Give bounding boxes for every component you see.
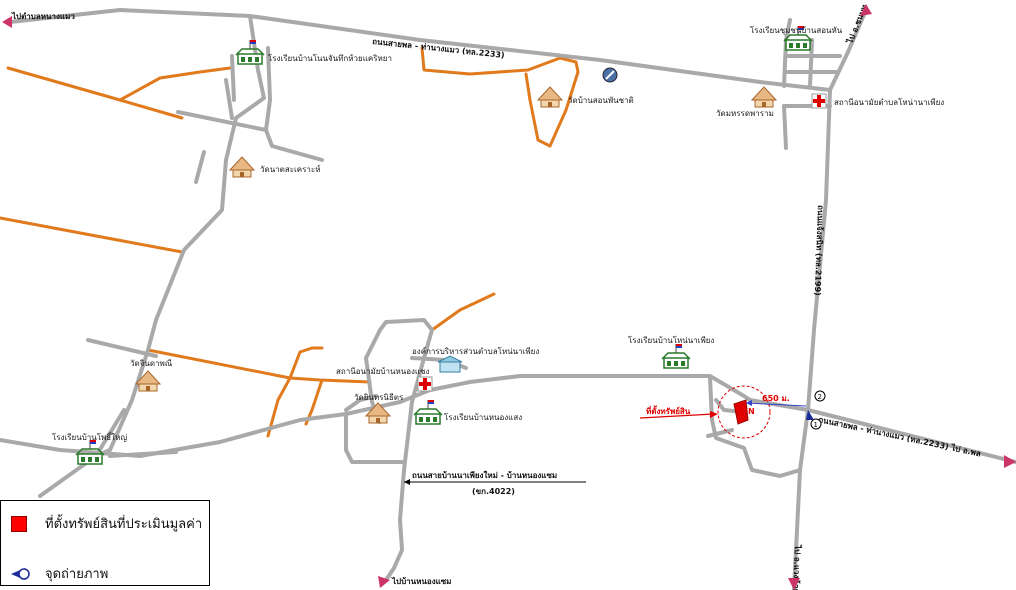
svg-text:2: 2 bbox=[818, 393, 822, 401]
photo-point-icon bbox=[11, 567, 30, 580]
place-wat-left: วัดจินดาพณี bbox=[130, 359, 173, 368]
place-wat-nonphanchad: วัดบ้านสอนพันชาติ bbox=[568, 96, 634, 105]
place-school-top-left: โรงเรียนบ้านโนนจันทึกห้วยแคริหยา bbox=[268, 53, 392, 63]
tao-office-icon bbox=[437, 355, 463, 373]
legend-row-property: ที่ตั้งทรัพย์สินที่ประเมินมูลค่า bbox=[11, 513, 202, 534]
minor-roads bbox=[0, 46, 580, 438]
temple-icon bbox=[229, 156, 255, 178]
road-label-east-highway: ถนนสายพล - ท่านางแมว (ทล.2233) ไป อ.พล bbox=[818, 414, 982, 458]
health-center-icon bbox=[417, 376, 433, 392]
photo-direction-icon bbox=[806, 410, 814, 420]
legend-photo-label: จุดถ่ายภาพ bbox=[45, 567, 109, 582]
legend-row-photo: จุดถ่ายภาพ bbox=[11, 563, 108, 584]
school-icon bbox=[413, 399, 443, 425]
place-tao: องค์การบริหารส่วนตำบลโหน่นาเพียง bbox=[412, 346, 539, 356]
distance-label: 650 ม. bbox=[762, 394, 790, 403]
photo-point-1[interactable]: 1 bbox=[810, 418, 822, 430]
property-label: ที่ตั้งทรัพย์สิน bbox=[646, 405, 691, 416]
svg-text:1: 1 bbox=[814, 421, 818, 429]
edge-arrows bbox=[2, 4, 1016, 590]
place-wat-nong-khrao: วัดนาตสะเคราะห์ bbox=[260, 164, 320, 174]
school-icon bbox=[235, 39, 265, 65]
road-label-bottom-right: ไป อ.แวงน้อย bbox=[791, 544, 803, 590]
water-tower-icon bbox=[602, 67, 618, 83]
place-health-center: สถานีอนามัยบ้านหนองแซง bbox=[336, 367, 429, 376]
photo-point-2[interactable]: 2 bbox=[814, 390, 826, 402]
place-wat-top-right: วัดมหรรดพาราม bbox=[716, 109, 774, 118]
north-marker: N bbox=[748, 407, 755, 416]
property-parcel bbox=[733, 399, 749, 425]
property-radius bbox=[717, 385, 771, 439]
place-health-top-right: สถานีอนามัยตำบลโหน่านาเพียง bbox=[834, 97, 944, 107]
place-school-left: โรงเรียนบ้านโพธิ์ใหญ่ bbox=[52, 431, 127, 442]
property-swatch-icon bbox=[11, 515, 27, 532]
legend-property-label: ที่ตั้งทรัพย์สินที่ประเมินมูลค่า bbox=[45, 517, 203, 532]
place-school-center: โรงเรียนบ้านหนองแสง bbox=[444, 412, 522, 422]
road-label-local-code: (ขก.4022) bbox=[472, 487, 515, 496]
road-label-top-west: ไปตำบลหนางแมว bbox=[11, 11, 75, 21]
temple-icon bbox=[751, 86, 777, 108]
school-icon bbox=[661, 343, 691, 369]
health-center-icon bbox=[811, 93, 827, 109]
map-legend: ที่ตั้งทรัพย์สินที่ประเมินมูลค่า จุดถ่าย… bbox=[0, 500, 210, 586]
place-school-naphiang: โรงเรียนบ้านโหน่นาเพียง bbox=[628, 335, 714, 345]
road-label-bottom-south: ไปบ้านหนองแซม bbox=[391, 576, 451, 586]
road-label-vertical: ถนนแจ้งสนิท (ทล.2199) bbox=[813, 205, 826, 296]
place-school-top-right: โรงเรียนชุมชนบ้านสอนหัน bbox=[750, 25, 843, 35]
place-wat-center: วัดยินทรนิธีตร bbox=[354, 393, 404, 402]
temple-icon bbox=[537, 86, 563, 108]
road-label-local-name: ถนนสายบ้านนาเพียงใหม่ - บ้านหนองแซม bbox=[412, 470, 557, 480]
